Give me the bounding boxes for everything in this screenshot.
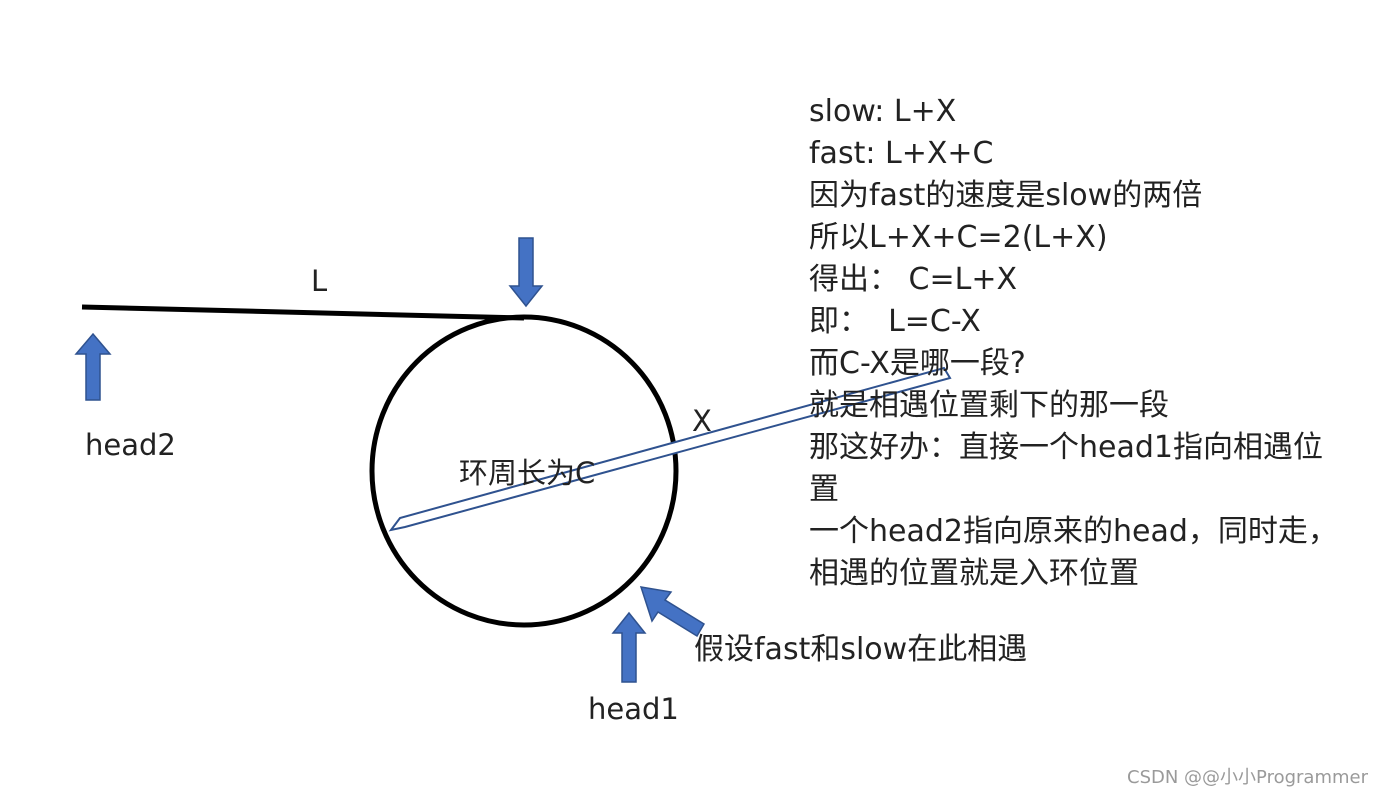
explanation-line: 因为fast的速度是slow的两倍 [809, 178, 1203, 213]
explanation-line: 就是相遇位置剩下的那一段 [809, 388, 1169, 423]
watermark: CSDN @@小小Programmer [1127, 767, 1368, 788]
explanation-line: 所以L+X+C=2(L+X) [809, 220, 1108, 255]
explanation-line: fast: L+X+C [809, 136, 994, 171]
head1-up-arrow-icon [611, 611, 647, 683]
explanation-line: slow: L+X [809, 94, 957, 129]
explanation-text: slow: L+X fast: L+X+C 因为fast的速度是slow的两倍 … [809, 91, 1339, 595]
callout-arrow [388, 366, 952, 532]
cycle-circle [369, 314, 679, 628]
explanation-line: 一个head2指向原来的head，同时走，相遇的位置就是入环位置 [809, 514, 1338, 591]
label-X: X [692, 404, 712, 438]
meet-diagonal-arrow-icon [639, 586, 706, 638]
head2-up-arrow-icon [74, 332, 112, 401]
entry-down-arrow-icon [508, 237, 544, 308]
label-meet-point: 假设fast和slow在此相遇 [694, 632, 1028, 667]
explanation-line: 而C-X是哪一段? [809, 346, 1026, 381]
list-segment-L [81, 304, 525, 321]
label-circumference: 环周长为C [459, 456, 596, 490]
explanation-line: 即： L=C-X [809, 304, 981, 339]
label-L: L [311, 264, 328, 298]
label-head1: head1 [588, 692, 679, 726]
explanation-line: 得出： C=L+X [809, 262, 1018, 297]
label-head2: head2 [85, 428, 176, 462]
explanation-line: 那这好办：直接一个head1指向相遇位置 [809, 430, 1323, 507]
